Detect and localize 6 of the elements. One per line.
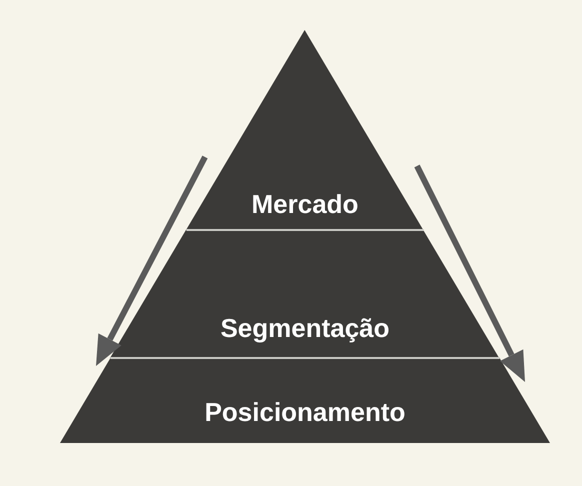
level-label: Posicionamento xyxy=(204,397,406,427)
pyramid-level xyxy=(186,30,424,230)
pyramid-level xyxy=(60,358,550,443)
level-label: Mercado xyxy=(250,189,360,219)
level-label: Segmentação xyxy=(219,313,391,343)
pyramid-level xyxy=(110,230,500,358)
